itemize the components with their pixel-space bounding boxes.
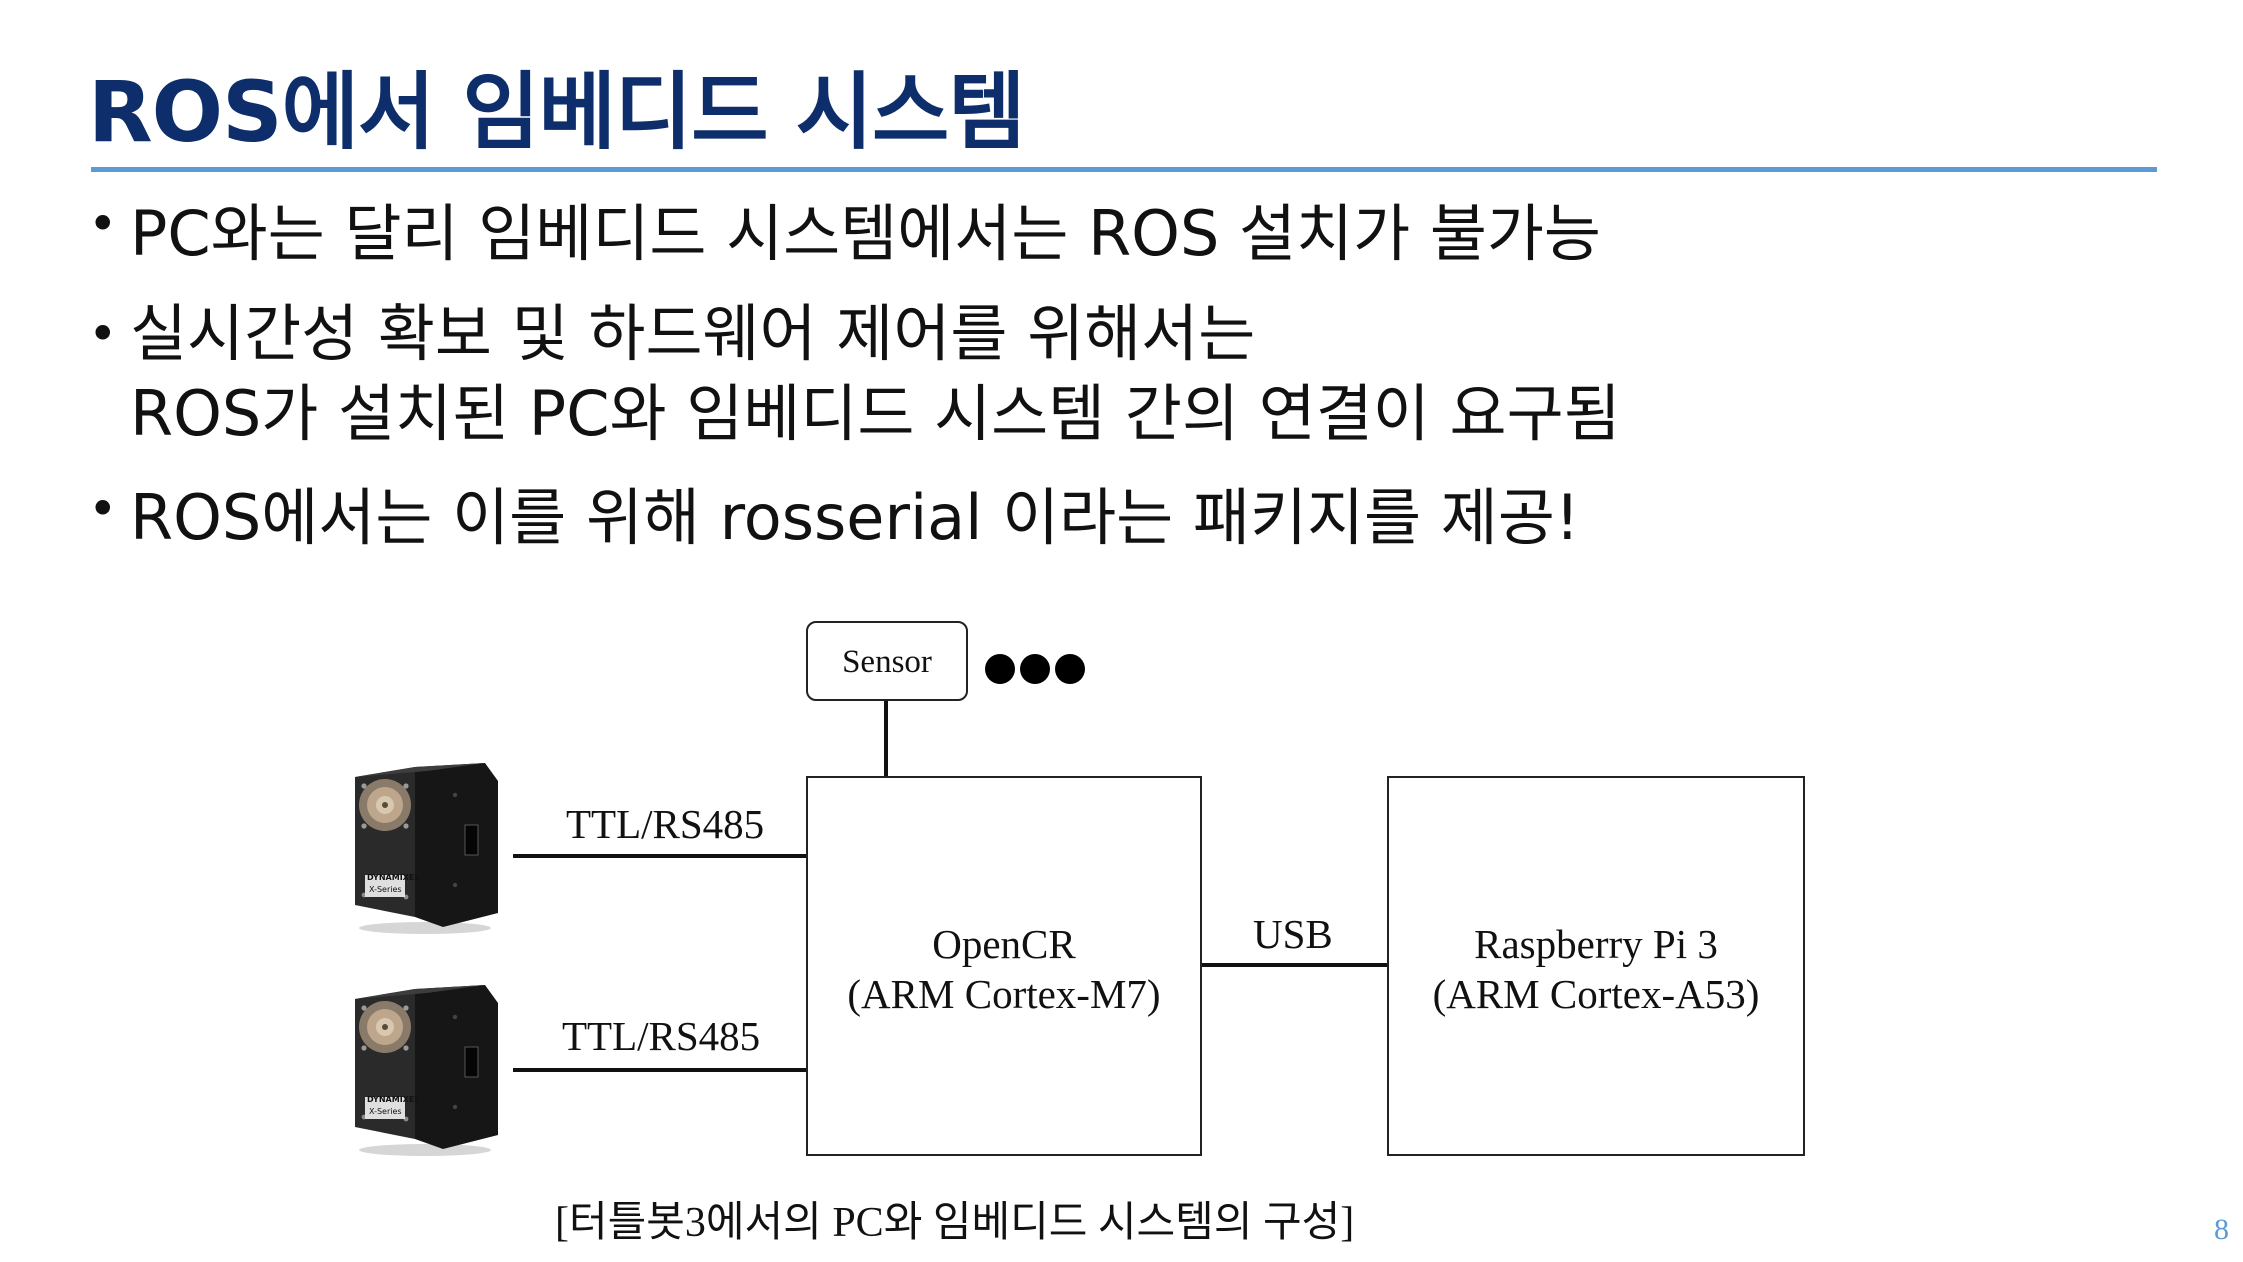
- servo-brand-text: DYNAMIXEL: [367, 1095, 420, 1104]
- diagram-caption: [터틀봇3에서의 PC와 임베디드 시스템의 구성]: [555, 1200, 1355, 1246]
- sensor-box: Sensor: [806, 621, 968, 701]
- opencr-box: OpenCR (ARM Cortex-M7): [806, 776, 1202, 1156]
- servo-1-connector: [513, 854, 806, 858]
- dynamixel-servo-1: DYNAMIXEL X-Series: [355, 755, 500, 935]
- servo-series-text: X-Series: [369, 885, 402, 894]
- title-divider: [91, 167, 2157, 172]
- sensor-connector: [884, 701, 888, 777]
- page-number: 8: [2214, 1213, 2229, 1246]
- slide-title: ROS에서 임베디드 시스템: [88, 63, 1026, 161]
- bullet-2-line-2: ROS가 설치된 PC와 임베디드 시스템 간의 연결이 요구됨: [130, 377, 1621, 450]
- bullet-marker: •: [88, 305, 118, 363]
- raspberry-pi-box: Raspberry Pi 3 (ARM Cortex-A53): [1387, 776, 1805, 1156]
- usb-connector: [1202, 963, 1387, 967]
- usb-label: USB: [1253, 911, 1333, 957]
- bullet-marker: •: [88, 195, 118, 253]
- sensor-label: Sensor: [842, 644, 932, 680]
- servo-motor-icon: [355, 763, 498, 934]
- servo-series-text: X-Series: [369, 1107, 402, 1116]
- link-1-label: TTL/RS485: [566, 801, 765, 847]
- link-2-label: TTL/RS485: [562, 1013, 761, 1059]
- bullet-2-line-1: 실시간성 확보 및 하드웨어 제어를 위해서는: [130, 297, 1256, 370]
- dynamixel-servo-2: DYNAMIXEL X-Series: [355, 977, 500, 1157]
- bullet-3-line-1: ROS에서는 이를 위해 rosserial 이라는 패키지를 제공!: [130, 481, 1580, 554]
- bullet-1-line-1: PC와는 달리 임베디드 시스템에서는 ROS 설치가 불가능: [130, 197, 1601, 270]
- bullet-marker: •: [88, 480, 118, 538]
- servo-motor-icon: [355, 985, 498, 1156]
- servo-brand-text: DYNAMIXEL: [367, 873, 420, 882]
- more-sensors-ellipsis-icon: [983, 653, 1093, 689]
- raspberry-pi-cpu-label: (ARM Cortex-A53): [1432, 971, 1760, 1017]
- opencr-cpu-label: (ARM Cortex-M7): [847, 971, 1161, 1017]
- servo-2-connector: [513, 1068, 806, 1072]
- raspberry-pi-label: Raspberry Pi 3: [1474, 921, 1718, 967]
- opencr-label: OpenCR: [932, 921, 1076, 967]
